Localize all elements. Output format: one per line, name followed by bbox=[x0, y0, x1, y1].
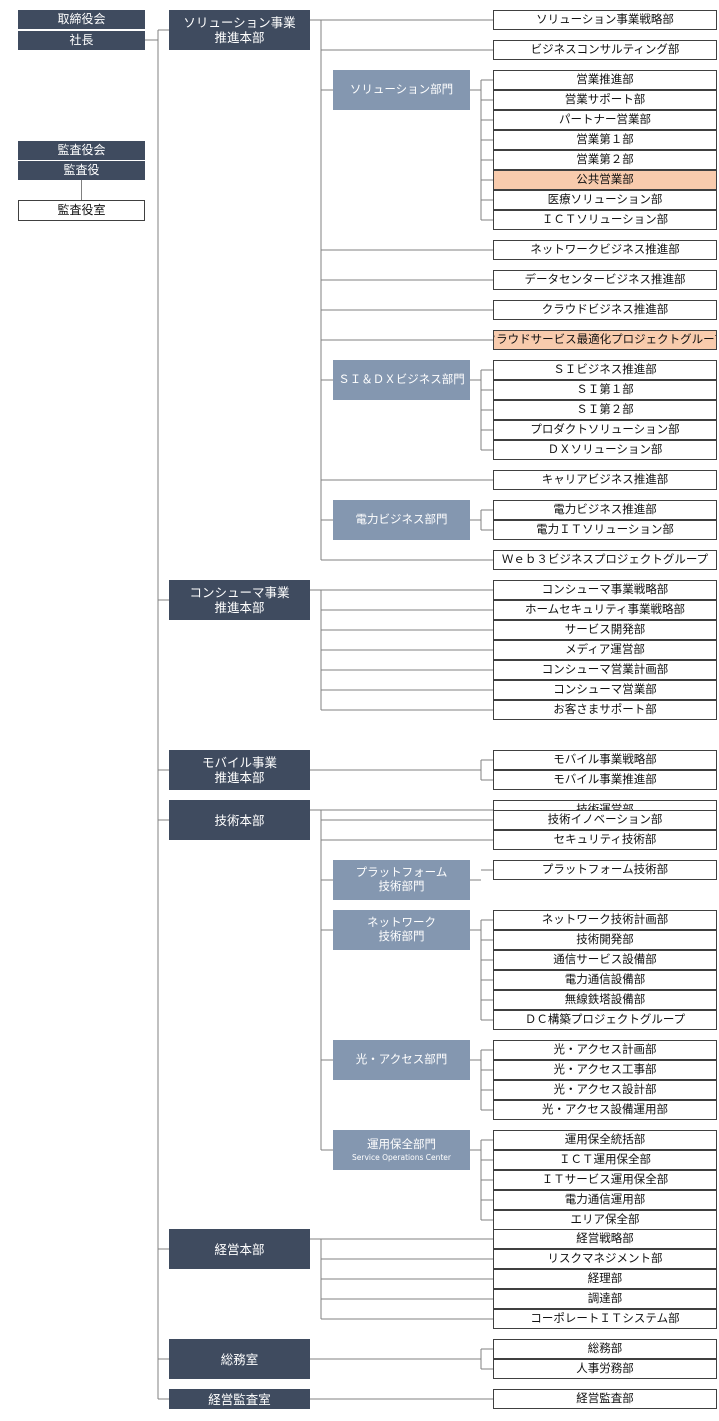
department-box: 電力ビジネス推進部 bbox=[493, 500, 717, 520]
department-box: お客さまサポート部 bbox=[493, 700, 717, 720]
department-box: 経営監査部 bbox=[493, 1389, 717, 1409]
auditor: 監査役 bbox=[18, 161, 145, 180]
division-label: ソリューション事業 bbox=[183, 15, 296, 30]
department-box: 営業第２部 bbox=[493, 150, 717, 170]
division-box: ソリューション事業推進本部 bbox=[169, 10, 310, 50]
department-box: クラウドサービス最適化プロジェクトグループ bbox=[493, 330, 717, 350]
department-box: メディア運営部 bbox=[493, 640, 717, 660]
department-box: 人事労務部 bbox=[493, 1359, 717, 1379]
sector-label: 光・アクセス部門 bbox=[355, 1052, 448, 1067]
sector-box: 電力ビジネス部門 bbox=[333, 500, 470, 540]
division-label: 経営監査室 bbox=[208, 1391, 271, 1407]
division-box: 技術本部 bbox=[169, 800, 310, 840]
department-box: コーポレートＩＴシステム部 bbox=[493, 1309, 717, 1329]
department-box: 通信サービス設備部 bbox=[493, 950, 717, 970]
sector-sublabel: Service Operations Center bbox=[352, 1153, 451, 1163]
sector-label: 運用保全部門 bbox=[367, 1137, 436, 1152]
department-box: プラットフォーム技術部 bbox=[493, 860, 717, 880]
division-label: モバイル事業 bbox=[201, 755, 277, 770]
department-box: 運用保全統括部 bbox=[493, 1130, 717, 1150]
sector-label: ＳＩ＆ＤＸビジネス部門 bbox=[338, 372, 465, 387]
sector-box: ネットワーク技術部門 bbox=[333, 910, 470, 950]
department-box: データセンタービジネス推進部 bbox=[493, 270, 717, 290]
department-box: 電力通信運用部 bbox=[493, 1190, 717, 1210]
sector-box: ＳＩ＆ＤＸビジネス部門 bbox=[333, 360, 470, 400]
audit-board: 監査役会 bbox=[18, 141, 145, 160]
division-box: 経営本部 bbox=[169, 1229, 310, 1269]
sector-label: プラットフォーム bbox=[355, 865, 448, 880]
department-box: 営業推進部 bbox=[493, 70, 717, 90]
department-box: 総務部 bbox=[493, 1339, 717, 1359]
department-box: 経営戦略部 bbox=[493, 1229, 717, 1249]
board-of-directors: 取締役会 bbox=[18, 10, 145, 29]
sector-box: ソリューション部門 bbox=[333, 70, 470, 110]
department-box: ネットワークビジネス推進部 bbox=[493, 240, 717, 260]
department-box: 営業第１部 bbox=[493, 130, 717, 150]
department-box: セキュリティ技術部 bbox=[493, 830, 717, 850]
division-box: 総務室 bbox=[169, 1339, 310, 1379]
department-box: 光・アクセス計画部 bbox=[493, 1040, 717, 1060]
department-box: プロダクトソリューション部 bbox=[493, 420, 717, 440]
division-label: 推進本部 bbox=[214, 770, 265, 785]
department-box: モバイル事業戦略部 bbox=[493, 750, 717, 770]
division-box: モバイル事業推進本部 bbox=[169, 750, 310, 790]
president: 社長 bbox=[18, 31, 145, 50]
division-label: 技術本部 bbox=[214, 812, 265, 828]
department-box: ＩＣＴソリューション部 bbox=[493, 210, 717, 230]
department-box: 医療ソリューション部 bbox=[493, 190, 717, 210]
department-box: エリア保全部 bbox=[493, 1210, 717, 1230]
department-box: コンシューマ営業部 bbox=[493, 680, 717, 700]
auditor-office: 監査役室 bbox=[18, 200, 145, 221]
department-box: 経理部 bbox=[493, 1269, 717, 1289]
sector-label: ネットワーク bbox=[367, 915, 436, 930]
department-box: サービス開発部 bbox=[493, 620, 717, 640]
department-box: ＩＣＴ運用保全部 bbox=[493, 1150, 717, 1170]
sector-label: 技術部門 bbox=[378, 929, 425, 943]
sector-box: 光・アクセス部門 bbox=[333, 1040, 470, 1080]
department-box: 無線鉄塔設備部 bbox=[493, 990, 717, 1010]
department-box: ＳＩ第２部 bbox=[493, 400, 717, 420]
department-box: 電力ＩＴソリューション部 bbox=[493, 520, 717, 540]
department-box: ＩＴサービス運用保全部 bbox=[493, 1170, 717, 1190]
department-box: ネットワーク技術計画部 bbox=[493, 910, 717, 930]
department-box: ＳＩビジネス推進部 bbox=[493, 360, 717, 380]
division-label: 推進本部 bbox=[214, 600, 265, 615]
division-box: 経営監査室 bbox=[169, 1389, 310, 1409]
sector-label: 電力ビジネス部門 bbox=[355, 512, 448, 527]
department-box: 営業サポート部 bbox=[493, 90, 717, 110]
department-box: 光・アクセス工事部 bbox=[493, 1060, 717, 1080]
division-box: コンシューマ事業推進本部 bbox=[169, 580, 310, 620]
department-box: コンシューマ事業戦略部 bbox=[493, 580, 717, 600]
department-box: クラウドビジネス推進部 bbox=[493, 300, 717, 320]
department-box: ＤＸソリューション部 bbox=[493, 440, 717, 460]
department-box: リスクマネジメント部 bbox=[493, 1249, 717, 1269]
department-box: 公共営業部 bbox=[493, 170, 717, 190]
department-box: パートナー営業部 bbox=[493, 110, 717, 130]
department-box: ＤＣ構築プロジェクトグループ bbox=[493, 1010, 717, 1030]
department-box: ビジネスコンサルティング部 bbox=[493, 40, 717, 60]
sector-label: ソリューション部門 bbox=[349, 82, 454, 97]
division-label: 総務室 bbox=[220, 1351, 259, 1367]
department-box: 技術イノベーション部 bbox=[493, 810, 717, 830]
division-label: コンシューマ事業 bbox=[189, 585, 290, 600]
department-box: 光・アクセス設備運用部 bbox=[493, 1100, 717, 1120]
department-box: コンシューマ営業計画部 bbox=[493, 660, 717, 680]
division-label: 推進本部 bbox=[214, 30, 265, 45]
division-label: 経営本部 bbox=[214, 1241, 265, 1257]
department-box: 光・アクセス設計部 bbox=[493, 1080, 717, 1100]
department-box: キャリアビジネス推進部 bbox=[493, 470, 717, 490]
department-box: モバイル事業推進部 bbox=[493, 770, 717, 790]
department-box: 電力通信設備部 bbox=[493, 970, 717, 990]
department-box: 技術開発部 bbox=[493, 930, 717, 950]
department-box: 調達部 bbox=[493, 1289, 717, 1309]
department-box: ホームセキュリティ事業戦略部 bbox=[493, 600, 717, 620]
department-box: ＳＩ第１部 bbox=[493, 380, 717, 400]
department-box: Ｗｅｂ３ビジネスプロジェクトグループ bbox=[493, 550, 717, 570]
sector-label: 技術部門 bbox=[378, 879, 425, 893]
sector-box: プラットフォーム技術部門 bbox=[333, 860, 470, 900]
department-box: ソリューション事業戦略部 bbox=[493, 10, 717, 30]
